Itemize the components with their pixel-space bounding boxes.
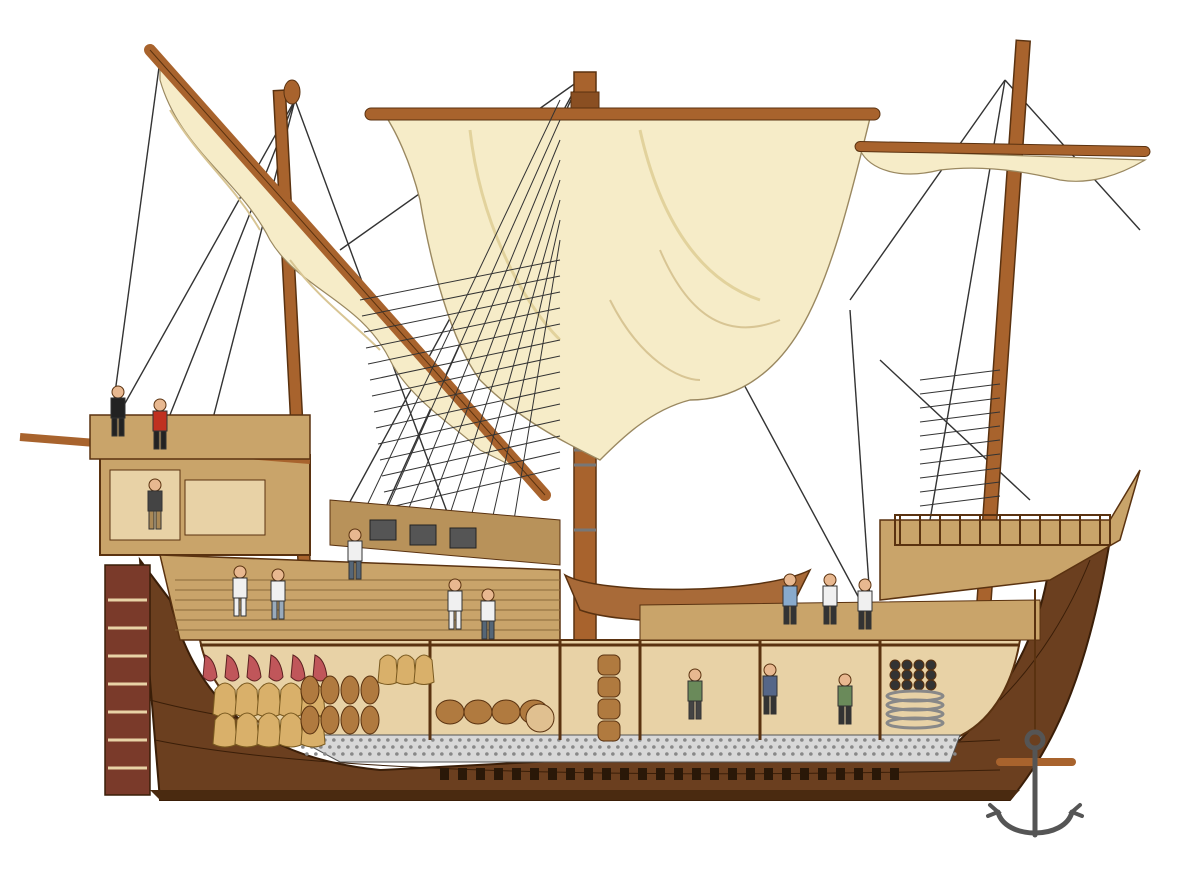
ballast-stones [289, 734, 961, 763]
hold-bulkheads [200, 640, 1020, 740]
cargo-barrels [300, 654, 937, 742]
forecastle [639, 469, 1141, 641]
fore-sail [854, 141, 1151, 182]
crew-figures [110, 385, 873, 725]
main-yard [364, 107, 881, 121]
fore-yard [854, 141, 1151, 158]
anchor [986, 589, 1084, 838]
mizzen-mast-top [283, 79, 301, 105]
main-sail [364, 107, 881, 461]
stern-planking [104, 564, 151, 796]
ratlines [359, 99, 1001, 521]
cargo-coils [885, 689, 945, 730]
upper-deck [159, 499, 561, 641]
stern-castle [19, 414, 311, 796]
